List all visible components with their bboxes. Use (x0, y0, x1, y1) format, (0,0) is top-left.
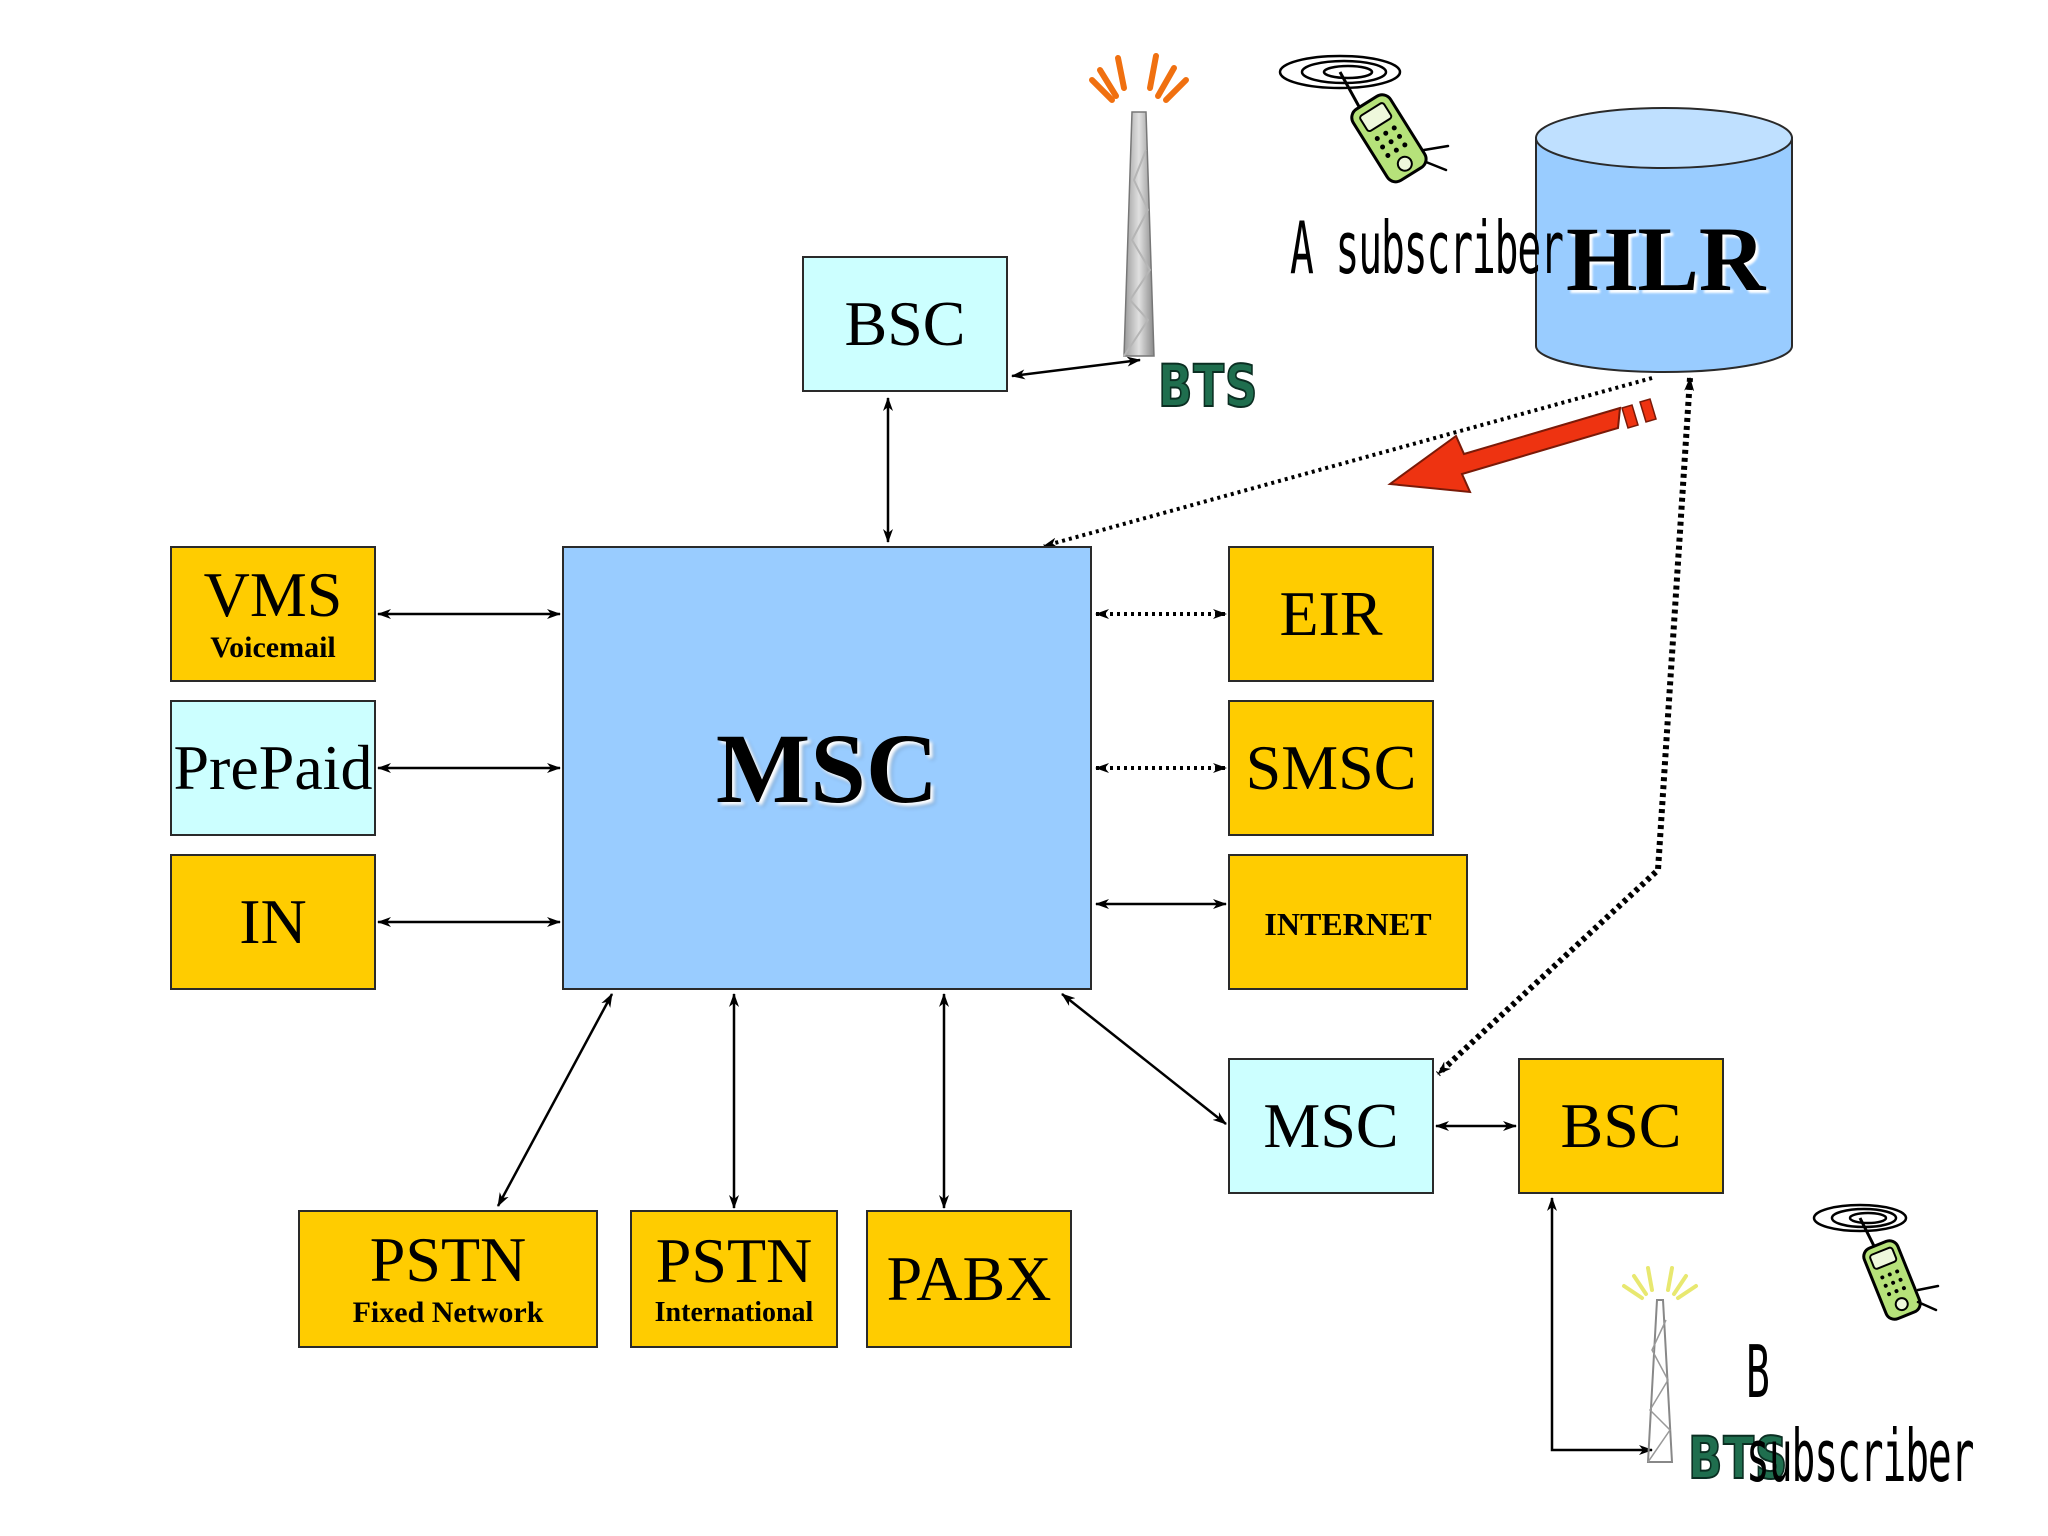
bts-tower-top-icon (1089, 53, 1189, 357)
solid-links (377, 356, 1653, 1455)
pstn-fixed-label: PSTN (369, 1223, 527, 1295)
in-box[interactable]: IN (170, 854, 376, 990)
red-flow-arrow (1387, 398, 1657, 494)
bsc-top-box[interactable]: BSC (802, 256, 1008, 392)
pstn-intl-label: PSTN (655, 1224, 813, 1296)
internet-label: INTERNET (1264, 905, 1432, 942)
bsc-remote-box[interactable]: BSC (1518, 1058, 1724, 1194)
bts-bottom-label: BTS (1687, 1423, 1789, 1493)
bsc-remote-label: BSC (1560, 1090, 1682, 1161)
pstn-fixed-box[interactable]: PSTN Fixed Network (298, 1210, 598, 1348)
eir-box[interactable]: EIR (1228, 546, 1434, 682)
eir-label: EIR (1279, 578, 1383, 649)
link-msc-pstn-fixed (496, 993, 614, 1207)
pstn-intl-sublabel: International (654, 1296, 814, 1328)
bsc-top-label: BSC (844, 288, 966, 359)
prepaid-label: PrePaid (173, 732, 373, 803)
bts-top-label: BTS (1157, 351, 1259, 421)
in-label: IN (239, 886, 307, 957)
msc-core-label: MSC (715, 712, 939, 824)
vms-label: VMS (203, 558, 343, 630)
link-msc-msc-remote (1061, 993, 1227, 1125)
bts-tower-bottom-icon (1622, 1266, 1698, 1463)
vms-sublabel: Voicemail (210, 630, 336, 664)
msc-remote-box[interactable]: MSC (1228, 1058, 1434, 1194)
hlr-cylinder (1535, 107, 1793, 373)
msc-remote-label: MSC (1263, 1090, 1399, 1161)
phone-a-icon (1278, 54, 1450, 184)
phone-b-icon (1812, 1203, 1940, 1321)
smsc-label: SMSC (1245, 732, 1417, 803)
msc-core-box[interactable]: MSC (562, 546, 1092, 990)
pabx-label: PABX (886, 1243, 1052, 1314)
subscriber-b-label: B subscriber (1746, 1330, 1975, 1498)
pstn-fixed-sublabel: Fixed Network (352, 1295, 544, 1329)
link-bsc-bts-bottom (1547, 1197, 1653, 1455)
subscriber-a-label: A subscriber (1290, 206, 1564, 290)
link-hlr-msc-dotted (1043, 376, 1653, 548)
hlr-label: HLR (1566, 208, 1766, 310)
vms-box[interactable]: VMS Voicemail (170, 546, 376, 682)
link-hlr-msc-remote-dotted (1435, 377, 1695, 1077)
prepaid-box[interactable]: PrePaid (170, 700, 376, 836)
link-bsc-bts-top (1011, 356, 1141, 380)
smsc-box[interactable]: SMSC (1228, 700, 1434, 836)
dotted-links (1043, 376, 1695, 1077)
internet-box[interactable]: INTERNET (1228, 854, 1468, 990)
pabx-box[interactable]: PABX (866, 1210, 1072, 1348)
pstn-intl-box[interactable]: PSTN International (630, 1210, 838, 1348)
